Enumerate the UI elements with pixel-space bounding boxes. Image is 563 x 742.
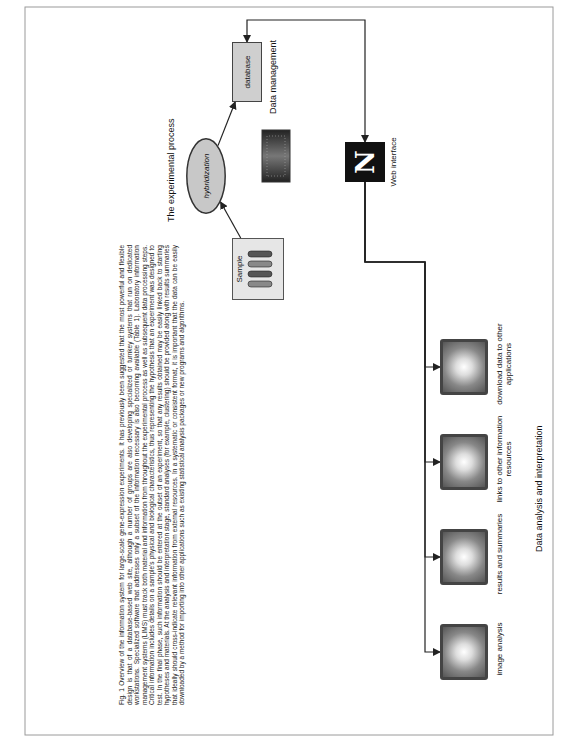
- node-text: Sample: [235, 255, 244, 282]
- node-label: download data to other applications: [495, 319, 513, 409]
- node-text: N: [352, 150, 378, 174]
- section-label: The experimental process: [166, 118, 176, 222]
- database-box: database: [232, 42, 262, 102]
- section-label: Data analysis and interpretation: [534, 425, 544, 552]
- connector: [221, 202, 241, 238]
- monitor-screen: image analysis: [440, 624, 488, 680]
- tube: [248, 281, 272, 287]
- tube: [248, 251, 272, 257]
- sample-tubes: [246, 247, 276, 291]
- page-frame: [25, 7, 553, 735]
- node-label: Web interface: [389, 117, 398, 207]
- oval-shape: [187, 139, 225, 213]
- monitor-screen: download data to other applications: [440, 339, 488, 395]
- connector: [365, 182, 440, 557]
- connector: [365, 182, 440, 652]
- node-text: hybridization: [202, 154, 211, 199]
- node-label: image analysis: [495, 604, 504, 694]
- tube: [248, 271, 272, 277]
- figure-caption: Fig. 1 Overview of the information syste…: [118, 245, 186, 705]
- section-label: Data management: [268, 40, 278, 114]
- node-label: links to other information resources: [495, 414, 513, 504]
- node-label: results and summaries: [495, 509, 504, 599]
- process-oval: hybridization: [186, 138, 226, 214]
- monitor-screen: links to other information resources: [440, 434, 488, 490]
- connector: [247, 20, 365, 142]
- sample-box: Sample: [232, 238, 284, 300]
- array-image: [262, 130, 290, 182]
- tube: [248, 261, 272, 267]
- monitor-screen: results and summaries: [440, 529, 488, 585]
- connector: [365, 182, 440, 367]
- connector: [365, 182, 440, 462]
- node-text: database: [243, 56, 252, 89]
- web-interface-logo: NWeb interface: [345, 142, 385, 182]
- connector: [218, 102, 235, 146]
